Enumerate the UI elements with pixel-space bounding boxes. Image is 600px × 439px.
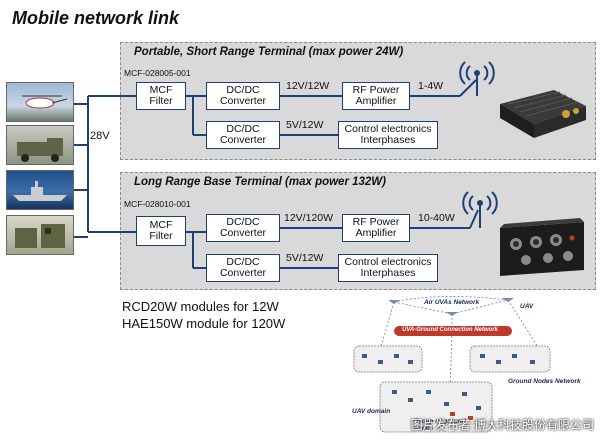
filter-label-line2: Filter: [149, 230, 173, 242]
converter-label-line1: DC/DC: [226, 123, 260, 135]
short-range-rf-output: 1-4W: [418, 80, 444, 92]
short-range-top-voltage: 12V/12W: [286, 80, 330, 92]
rf-amp-label-line2: Amplifier: [355, 95, 397, 107]
uav-label: UAV: [520, 303, 534, 310]
input-voltage-label: 28V: [90, 130, 110, 142]
antenna-icon: [462, 191, 498, 228]
long-range-bottom-voltage: 5V/12W: [286, 252, 324, 264]
warship-photo: [6, 170, 74, 210]
short-range-terminal-device: [494, 84, 590, 140]
air-network-label: Air UVAs Network: [424, 299, 480, 306]
page-title: Mobile network link: [12, 8, 180, 28]
converter-label-line1: DC/DC: [226, 216, 260, 228]
network-topology-diagram: Air UVAs Network UAV UVA-Ground Connecti…: [340, 290, 596, 436]
filter-label-line2: Filter: [149, 95, 173, 107]
converter-label-line2: Converter: [219, 267, 267, 279]
ground-node-group-label: Group of ground nodes: [414, 418, 466, 432]
converter-label-line1: DC/DC: [226, 84, 260, 96]
long-range-terminal-device: [496, 214, 588, 282]
rf-amp-label-line2: Amplifier: [355, 227, 397, 239]
control-label-line2: Interphases: [360, 267, 416, 279]
long-range-title: Long Range Base Terminal (max power 132W…: [134, 176, 386, 188]
converter-label-line2: Converter: [219, 95, 267, 107]
control-label-line1: Control electronics: [344, 256, 432, 268]
uav-domain-label: UAV domain: [352, 408, 391, 415]
rf-amp-label-line1: RF Power: [352, 216, 400, 228]
military-truck-photo: [6, 125, 74, 165]
converter-label-line2: Converter: [219, 134, 267, 146]
long-range-rf-output: 10-40W: [418, 212, 455, 224]
field-radio-photo: [6, 215, 74, 255]
short-range-title: Portable, Short Range Terminal (max powe…: [134, 46, 404, 58]
rf-amp-label-line1: RF Power: [352, 84, 400, 96]
helicopter-photo: [6, 82, 74, 122]
control-label-line1: Control electronics: [344, 123, 432, 135]
short-range-bottom-voltage: 5V/12W: [286, 119, 324, 131]
short-range-part-number: MCF-028005-001: [124, 68, 191, 78]
filter-label-line1: MCF: [149, 219, 173, 231]
converter-label-line2: Converter: [219, 227, 267, 239]
note-12w-modules: RCD20W modules for 12W: [122, 299, 279, 314]
ground-connection-label: UVA-Ground Connection Network: [402, 327, 498, 333]
long-range-top-voltage: 12V/120W: [284, 212, 334, 224]
watermark-text: 图片发布者:博大科技股份有限公司: [410, 418, 594, 432]
converter-label-line1: DC/DC: [226, 256, 260, 268]
long-range-part-number: MCF-028010-001: [124, 199, 191, 209]
control-label-line2: Interphases: [360, 134, 416, 146]
note-120w-module: HAE150W module for 120W: [122, 316, 286, 331]
antenna-icon: [459, 61, 495, 96]
ground-nodes-network-label: Ground Nodes Network: [508, 378, 581, 385]
filter-label-line1: MCF: [149, 84, 173, 96]
